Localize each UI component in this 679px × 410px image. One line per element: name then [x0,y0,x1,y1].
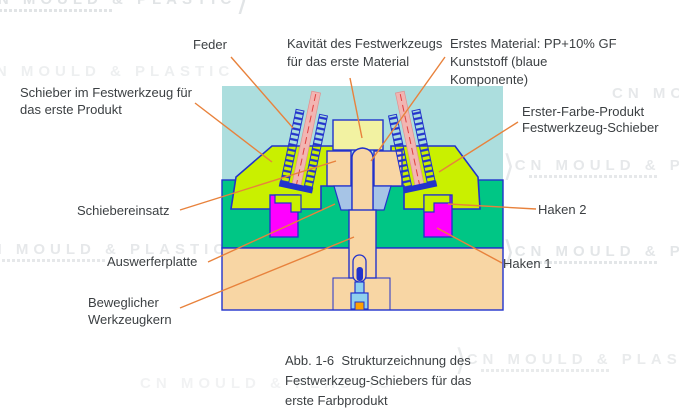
watermark-subline [0,9,112,12]
watermark: CN MOULD & PLASTIC [0,63,235,80]
core-insert-left [326,150,352,187]
rod-centerline [296,93,317,185]
label-hook2: Haken 2 [538,202,587,217]
label-first-color-product-slider: Erster-Farbe-Produkt Festwerkzeug-Schieb… [522,104,659,135]
watermark: CN MOULD & PLASTIC [0,242,229,262]
figure-caption: Abb. 1-6 Strukturzeichnung des Festwerkz… [285,353,472,408]
leader-movable-core [179,236,355,309]
label-hook1: Haken 1 [503,256,552,271]
ejector-tip [354,301,365,311]
rod-centerline [399,93,420,185]
chevron-decoration: ⟩ [236,0,248,17]
cavity-insert [332,119,384,151]
spring-seat [402,180,438,194]
leader-ejector-plate [207,203,336,263]
leader-hook1 [436,227,503,264]
watermark: ⟩CN MOULD & PLASTIC [503,150,679,183]
chevron-decoration: ⟩ [503,150,515,183]
label-first-material: Erstes Material: PP+10% GF Kunststoff (b… [450,36,617,87]
chevron-decoration: ⟩ [503,236,515,269]
ejector-neck [354,281,365,294]
leader-feder [230,56,294,129]
spring-seat [278,180,314,194]
watermark: CN MOULD & PLASTIC [140,375,395,392]
watermark: CN MOULD & PLASTIC⟩ [0,0,248,16]
hook-tab-right [423,194,451,213]
ejector-pin-core [356,267,363,281]
label-slider-in-fixed-mold: Schieber im Festwerkzeug für das erste P… [20,85,192,117]
label-cavity: Kavität des Festwerkzeugs für das erste … [287,36,443,69]
leader-first-material [370,56,446,162]
watermark-subline [0,259,105,262]
watermark: CN MOULD & PLASTIC [612,85,679,102]
spring-right [387,90,438,194]
watermark: ⟩CN MOULD & PLASTIC [455,344,679,377]
leader-hook2 [447,203,537,210]
leader-first-color-product-slider [438,121,519,173]
label-slider-insert: Schiebereinsatz [77,203,170,218]
label-ejector-plate: Auswerferplatte [107,254,198,269]
watermark: ⟩CN MOULD & PLASTIC [503,236,679,269]
watermark-subline [529,175,657,178]
label-movable-core: Beweglicher Werkzeugkern [88,295,172,327]
chevron-decoration: ⟩ [455,344,467,377]
watermark-subline [481,369,609,372]
leader-cavity [349,77,363,139]
leader-slider-in-fixed-mold [194,102,273,163]
label-feder: Feder [193,37,227,52]
leader-lines [179,56,537,309]
leader-slider-insert [179,160,337,211]
hook-tab-left [274,194,302,213]
watermark-subline [529,261,657,264]
